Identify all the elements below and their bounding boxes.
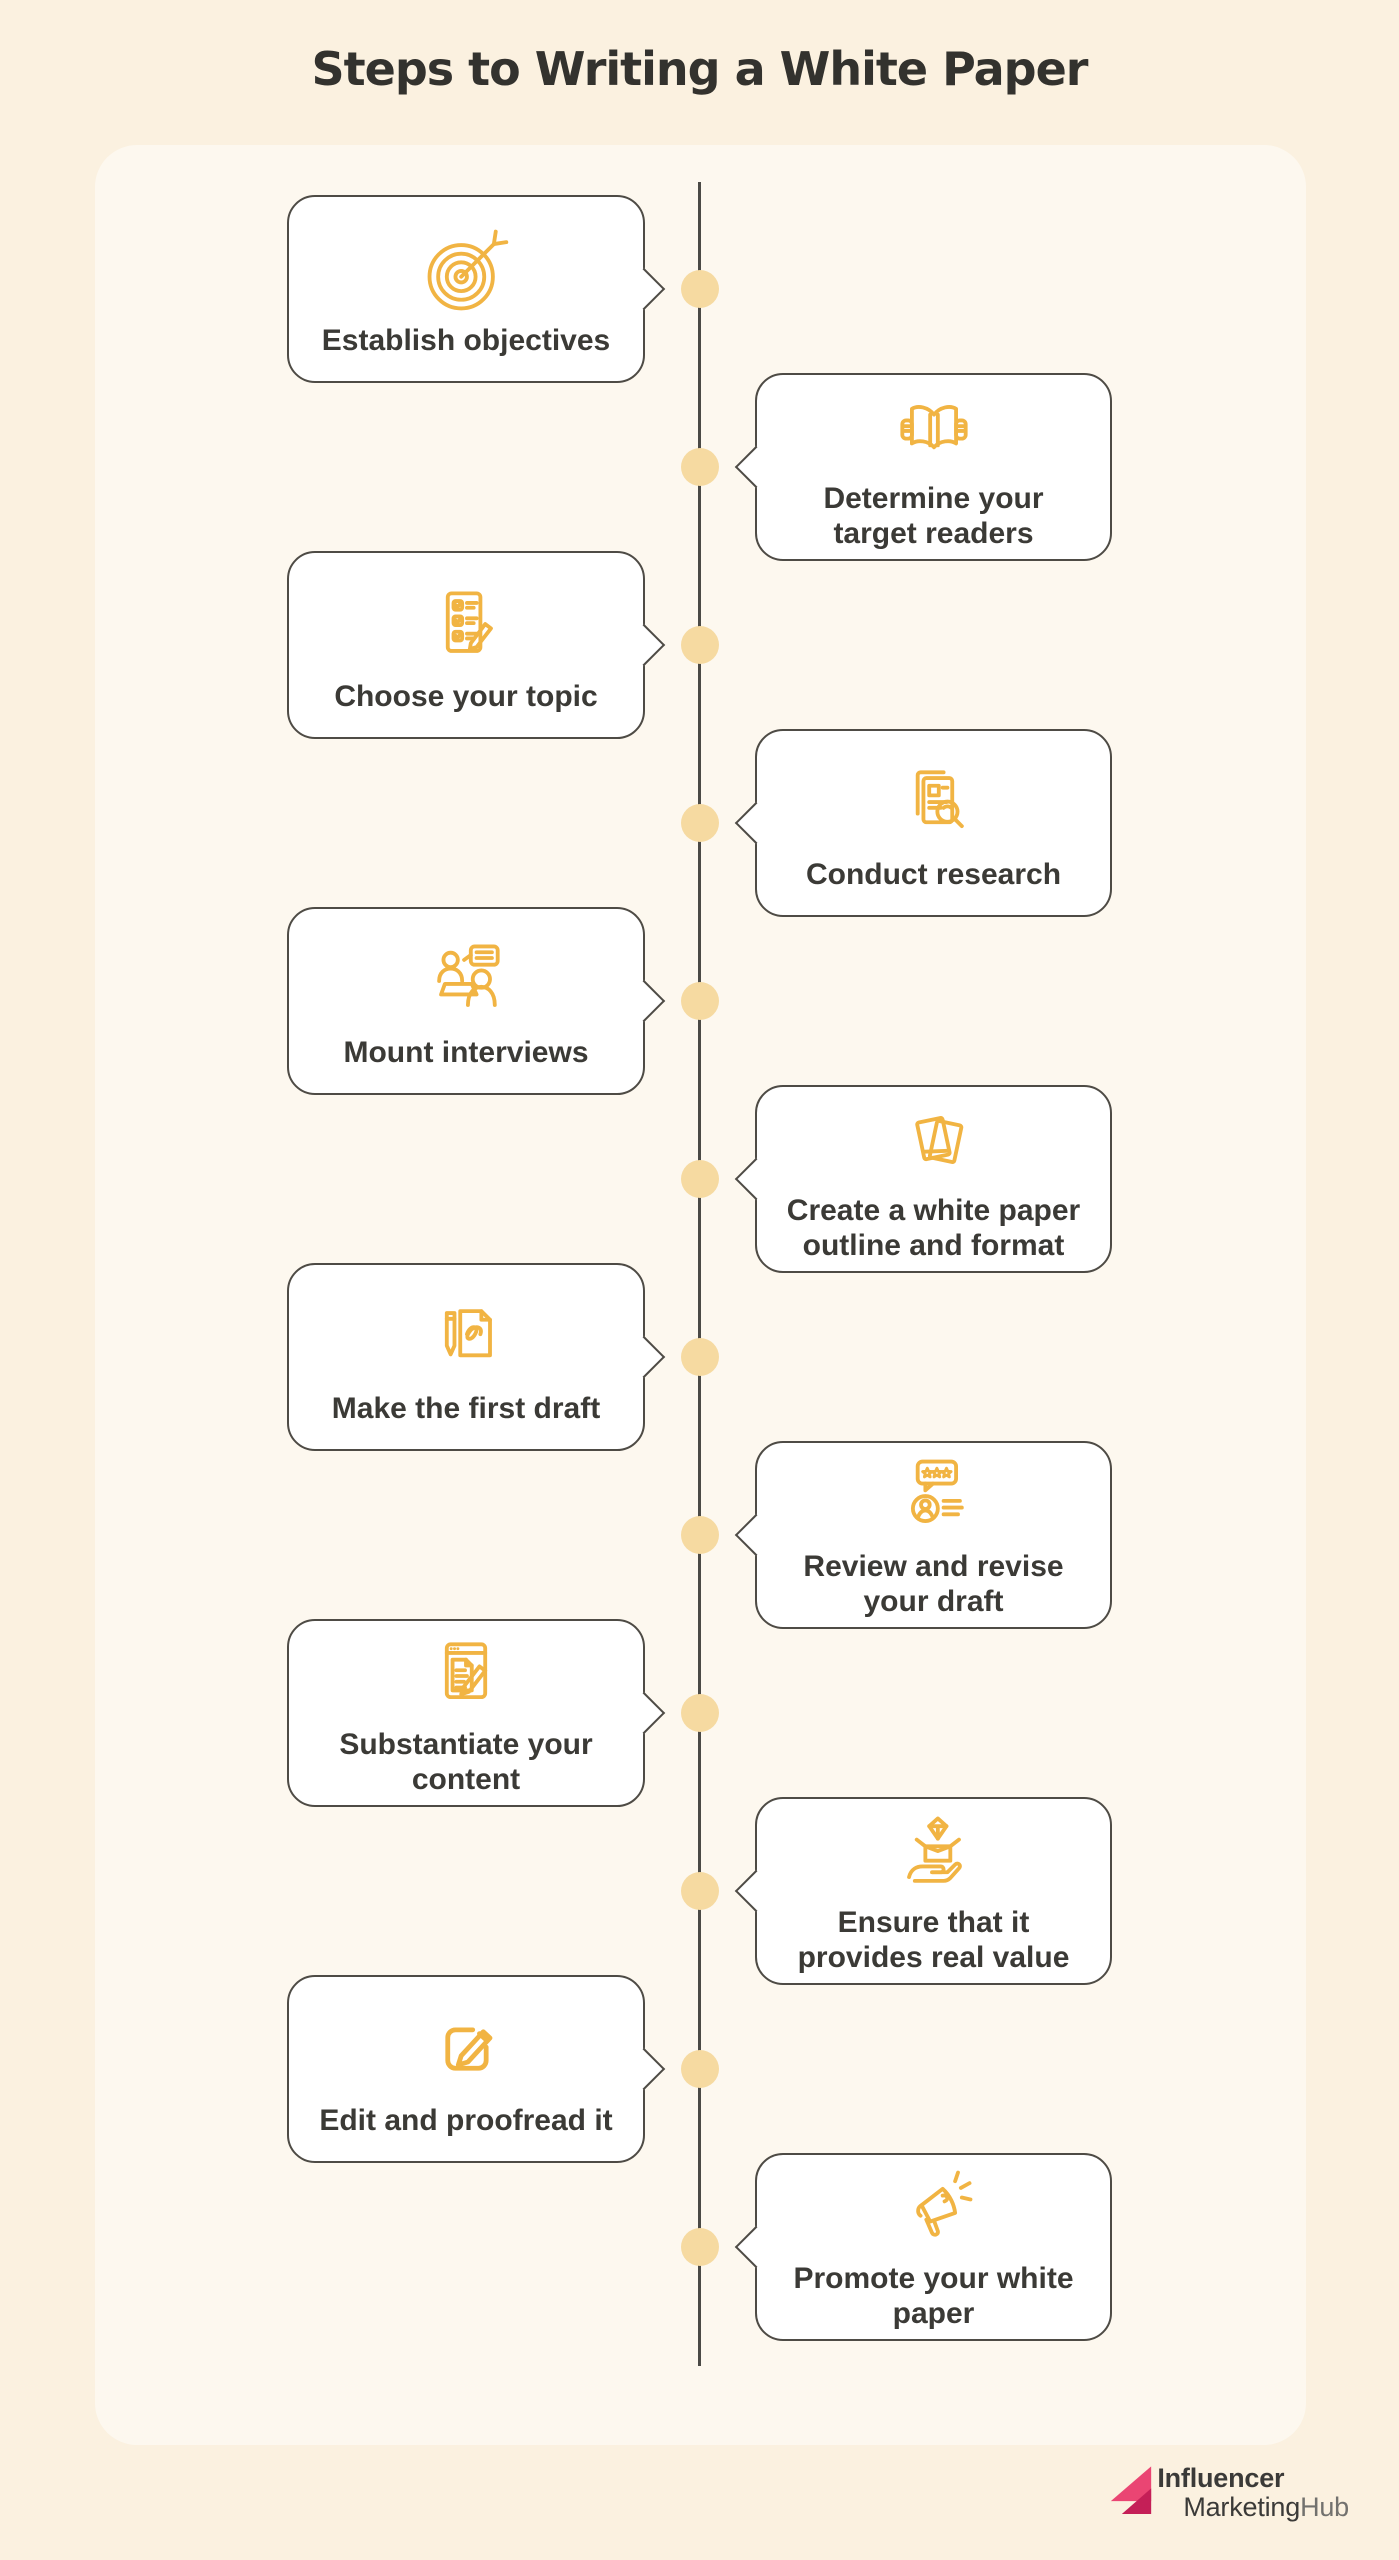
step-card: Determine your target readers [734,373,1112,561]
step-card: Establish objectives [287,195,666,383]
timeline-line [698,182,701,2366]
timeline-dot [681,1516,719,1554]
step-card: Conduct research [734,729,1112,917]
step-card: Create a white paper outline and format [734,1085,1112,1273]
step-card: Review and revise your draft [734,1441,1112,1629]
timeline-dot [681,270,719,308]
timeline-dot [681,1160,719,1198]
logo-line2: MarketingHub [1157,2493,1349,2522]
step-label: Ensure that it provides real value [797,1906,1070,1974]
timeline-dot [681,804,719,842]
step-label: Mount interviews [343,1035,589,1069]
step-card: Mount interviews [287,907,666,1095]
logo-text: Influencer MarketingHub [1157,2463,1349,2522]
step-card: Choose your topic [287,551,666,739]
edit-square-icon [418,2000,514,2100]
page-title: Steps to Writing a White Paper [311,42,1089,96]
megaphone-icon [886,2162,982,2258]
open-book-icon [886,382,982,478]
step-card: Ensure that it provides real value [734,1797,1112,1985]
step-label: Substantiate your content [339,1728,593,1796]
interview-icon [418,932,514,1032]
logo-line1: Influencer [1157,2463,1285,2493]
target-icon [418,220,514,320]
document-magnifier-icon [886,754,982,854]
review-stars-icon [886,1450,982,1546]
step-label: Choose your topic [334,679,598,713]
step-card: Make the first draft [287,1263,666,1451]
step-label: Edit and proofread it [319,2103,613,2137]
logo-arrow-icon [1111,2466,1152,2514]
step-label: Determine your target readers [823,482,1044,550]
timeline-dot [681,2050,719,2088]
step-card: Edit and proofread it [287,1975,666,2163]
hand-gift-icon [886,1806,982,1902]
timeline-dot [681,1338,719,1376]
logo-hub: Hub [1300,2492,1349,2523]
step-card: Substantiate your content [287,1619,666,1807]
timeline-dot [681,2228,719,2266]
step-label: Create a white paper outline and format [786,1194,1081,1262]
timeline-dot [681,1694,719,1732]
timeline-dot [681,626,719,664]
step-card: Promote your white paper [734,2153,1112,2341]
pencil-paper-icon [418,1288,514,1388]
papers-icon [886,1094,982,1190]
annotated-document-icon [418,1628,514,1724]
timeline-dot [681,982,719,1020]
timeline-dot [681,448,719,486]
step-label: Promote your white paper [793,2262,1074,2330]
timeline-dot [681,1872,719,1910]
influencer-marketinghub-logo: Influencer MarketingHub [1109,2463,1349,2522]
step-label: Establish objectives [321,323,611,357]
step-label: Conduct research [805,857,1062,891]
logo-marketing: Marketing [1183,2492,1301,2523]
step-label: Make the first draft [331,1391,601,1425]
checklist-icon [418,576,514,676]
step-label: Review and revise your draft [803,1550,1064,1618]
